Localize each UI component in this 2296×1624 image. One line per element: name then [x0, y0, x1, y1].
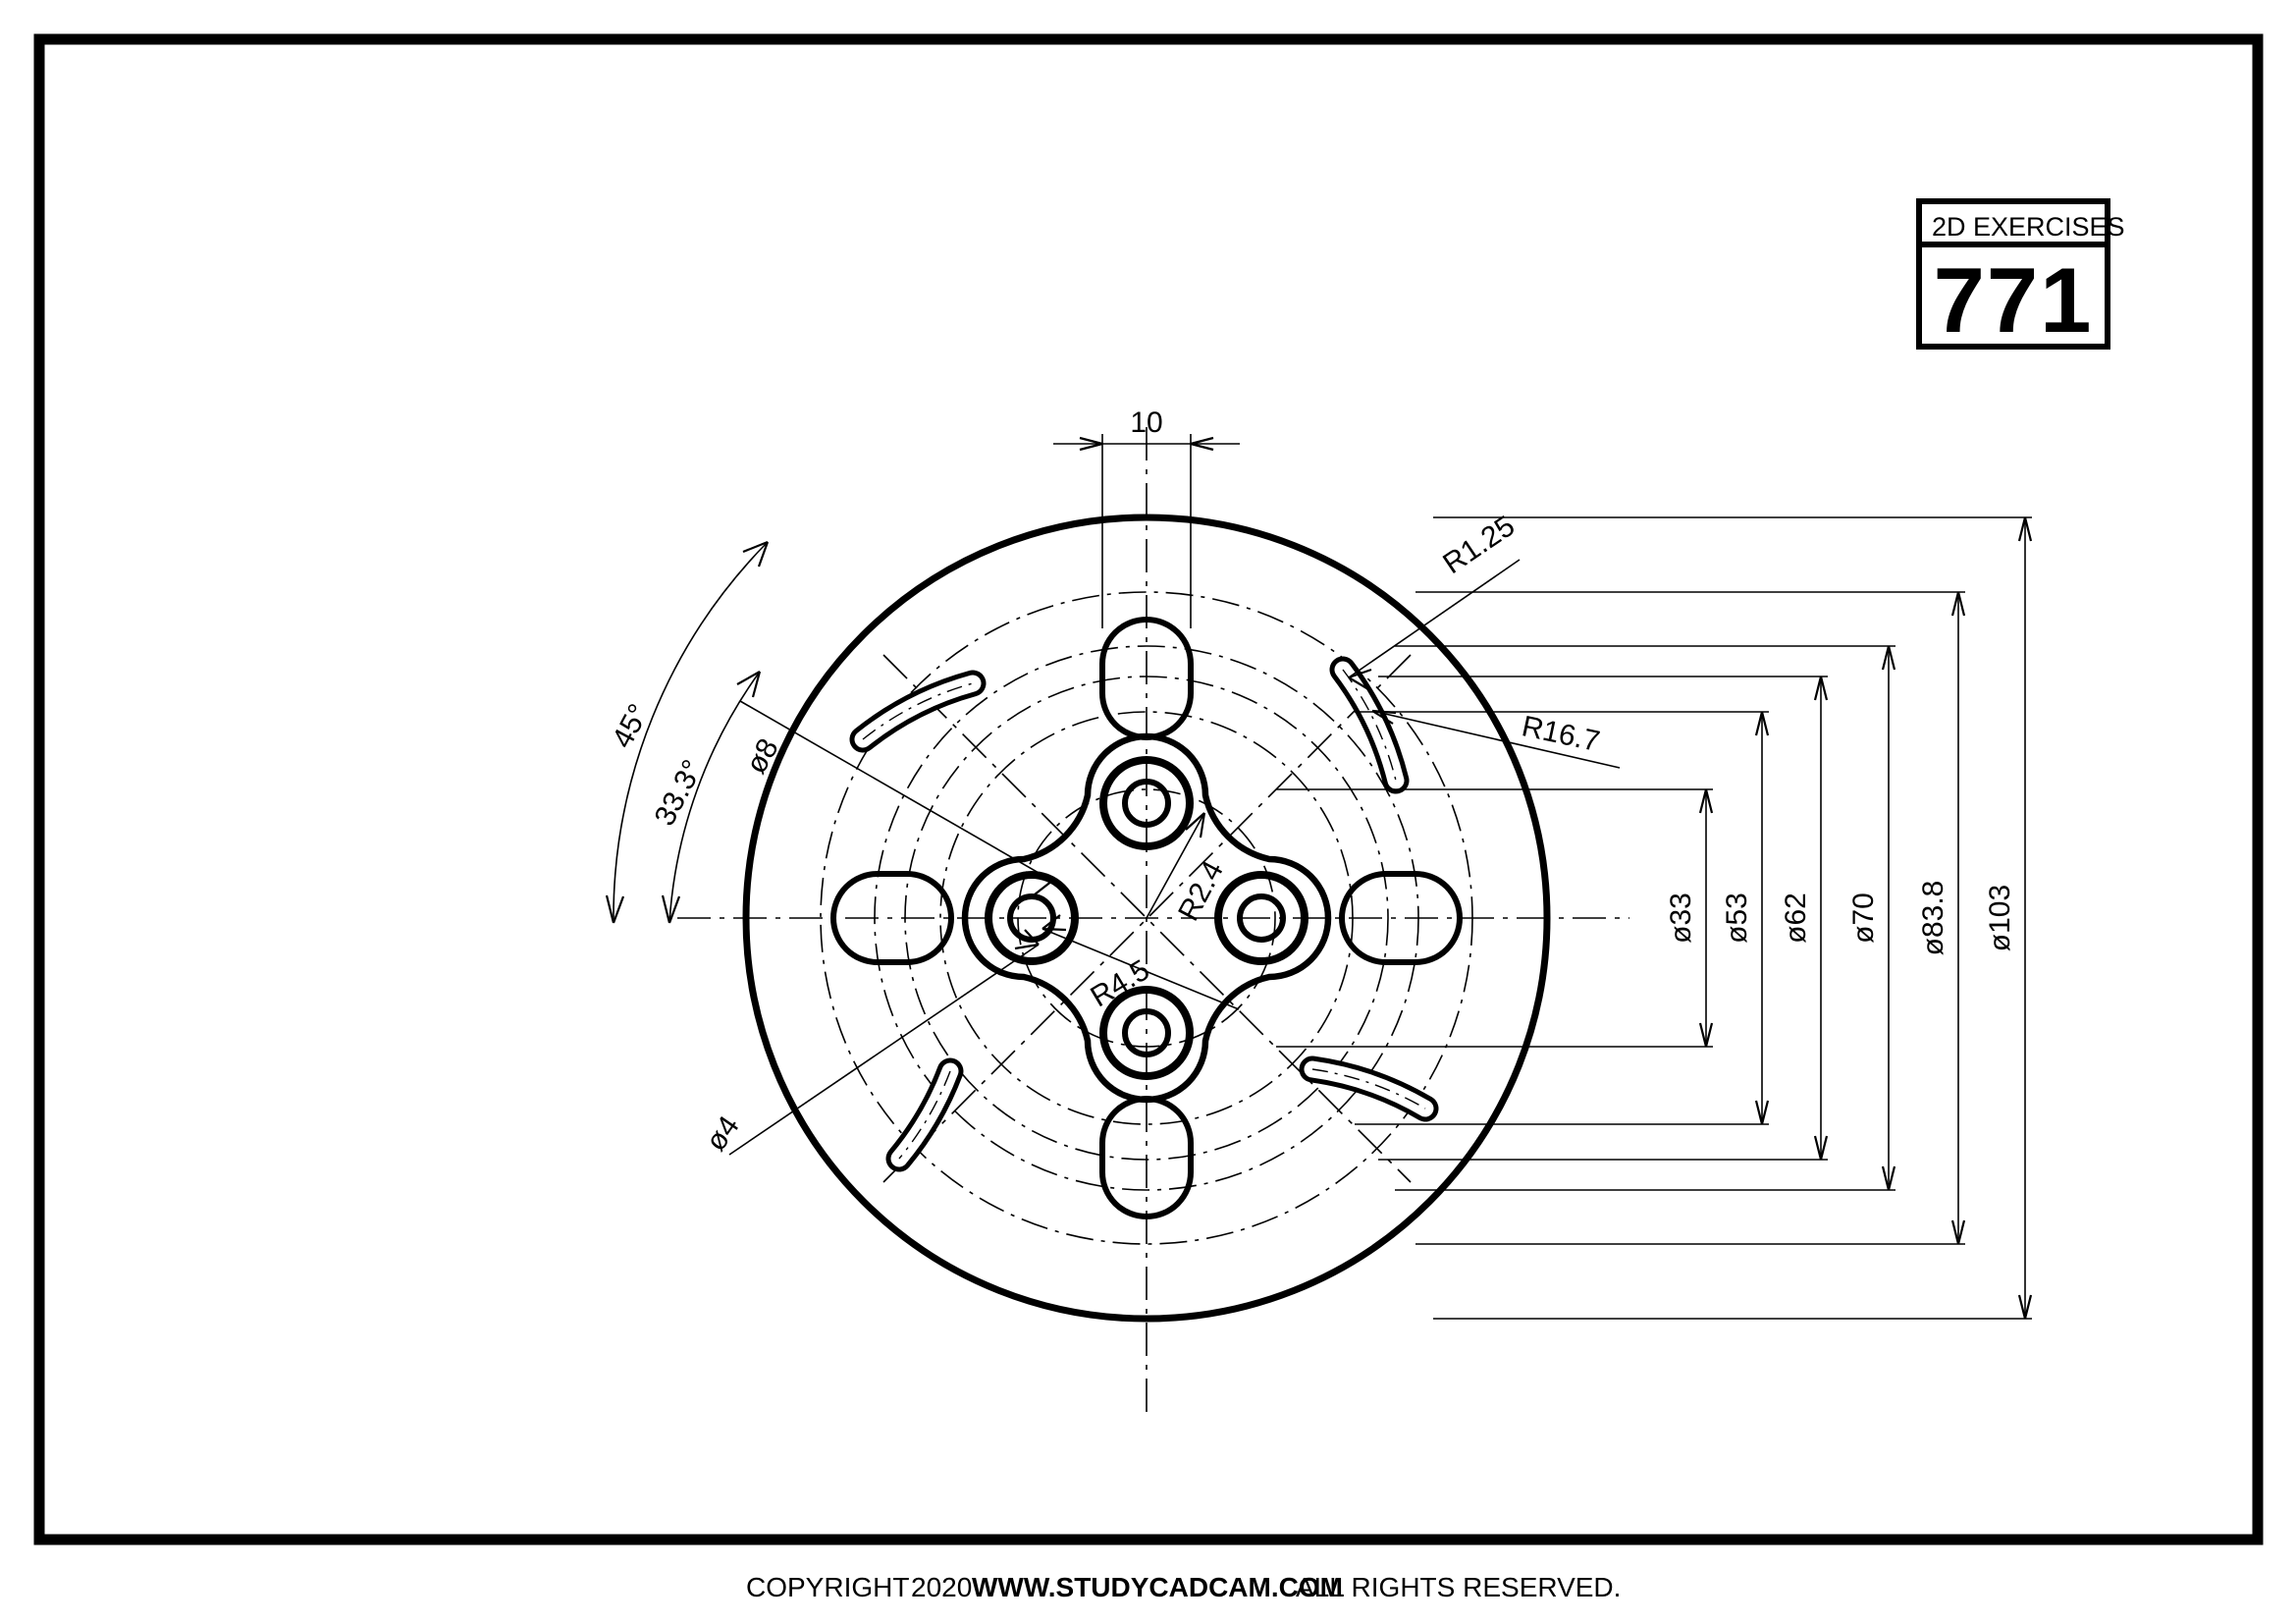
- central-hub-outline: [961, 732, 1332, 1104]
- footer-copyright-word: COPYRIGHT: [746, 1572, 909, 1602]
- dim-45-label: 45°: [606, 699, 655, 754]
- boss-east-outer: [1214, 871, 1308, 965]
- dim-10-arrow-left: [1079, 436, 1103, 452]
- arc-slot-nw: [849, 670, 987, 753]
- part-geometry: [677, 427, 1629, 1414]
- dim-d103-arrow-bot: [2017, 1294, 2033, 1320]
- dim-r45-arrow: [1041, 914, 1067, 932]
- dim-d70-arrow-top: [1881, 645, 1896, 671]
- dim-d62-arrow-top: [1813, 676, 1829, 701]
- center-line-diagonal-b: [882, 654, 1412, 1183]
- oval-slot-east: [1339, 871, 1463, 965]
- dim-d62-arrow-bot: [1813, 1135, 1829, 1161]
- center-lines: [677, 427, 1629, 1414]
- dim-d33-arrow-bot: [1698, 1022, 1714, 1048]
- dim-d103-arrow-top: [2017, 516, 2033, 542]
- dim-10-arrow-right: [1190, 436, 1214, 452]
- dim-r125-label: R1.25: [1437, 510, 1521, 580]
- footer-year: 2020: [911, 1572, 972, 1602]
- title-block-outline: [1916, 198, 2110, 350]
- dimension-width-10: 10: [1053, 406, 1240, 628]
- footer-rights: ALL RIGHTS RESERVED.: [1296, 1572, 1621, 1602]
- sheet-border: [33, 33, 2264, 1545]
- dimension-angle-33-3: 33.3°: [649, 671, 762, 924]
- oval-slot-west: [830, 871, 954, 965]
- title-block-number: 771: [1934, 248, 2094, 352]
- dim-dia8-leader: [739, 700, 1053, 882]
- dimension-dia-33: ø33: [1276, 788, 1714, 1048]
- boss-south-outer: [1099, 986, 1194, 1080]
- dimension-layer: 10 45° 33.3° ø8 ø4: [605, 406, 2033, 1320]
- dimension-dia-83-8: ø83.8: [1415, 591, 1966, 1245]
- dimension-dia-62: ø62: [1378, 676, 1829, 1161]
- arc-slot-nw-centerline: [862, 682, 974, 740]
- construction-circle-d83-8: [820, 591, 1473, 1245]
- dim-r125-leader: [1348, 559, 1521, 678]
- center-line-diagonal-a: [882, 654, 1412, 1183]
- footer: COPYRIGHT 2020 WWW.STUDYCADCAM.COM ALL R…: [746, 1572, 1621, 1602]
- boss-west-hole: [1007, 893, 1056, 943]
- dim-d838-label: ø83.8: [1917, 881, 1949, 956]
- dimension-angle-45: 45°: [605, 540, 770, 924]
- dim-d103-label: ø103: [1984, 885, 2016, 951]
- dim-dia4-arrow: [1014, 929, 1040, 950]
- dim-r167-leader: [1371, 710, 1621, 769]
- boss-south-hole: [1122, 1008, 1171, 1057]
- arc-slot-se-centerline: [1311, 1068, 1426, 1110]
- dim-r45-leader: [1041, 928, 1240, 1010]
- boss-north-outer: [1099, 756, 1194, 850]
- dim-45-arc: [613, 541, 769, 924]
- dimension-dia-70: ø70: [1395, 645, 1896, 1191]
- dim-dia4-label: ø4: [700, 1110, 746, 1158]
- footer-url: WWW.STUDYCADCAM.COM: [972, 1572, 1343, 1602]
- title-block: 2D EXERCISES 771: [1916, 198, 2125, 352]
- dim-d62-label: ø62: [1780, 893, 1812, 944]
- dim-r24-leader: [1146, 812, 1205, 919]
- arc-slot-sw: [885, 1057, 964, 1172]
- dim-d53-arrow-bot: [1754, 1100, 1770, 1125]
- dim-33-3-arrow-bottom: [661, 894, 681, 924]
- dim-10-label: 10: [1130, 406, 1162, 439]
- boss-north-hole: [1122, 779, 1171, 828]
- dim-d53-label: ø53: [1721, 893, 1753, 944]
- dim-d53-arrow-top: [1754, 711, 1770, 736]
- dim-d70-arrow-bot: [1881, 1165, 1896, 1191]
- dim-r125-arrow: [1348, 668, 1372, 690]
- construction-circle-d62: [904, 676, 1389, 1161]
- arc-slot-sw-centerline: [898, 1070, 951, 1160]
- arc-slot-ne: [1329, 656, 1410, 794]
- dim-45-arrow-top: [742, 540, 770, 568]
- construction-circles: [820, 591, 1473, 1245]
- dimension-radius-1-25: R1.25: [1348, 510, 1521, 690]
- outer-plate-circle: [742, 514, 1551, 1323]
- boss-east-hole: [1237, 893, 1286, 943]
- dim-dia4-leader: [728, 944, 1040, 1156]
- dim-d33-label: ø33: [1665, 893, 1697, 944]
- construction-circle-d70: [874, 645, 1419, 1191]
- dim-dia8-arrow: [1027, 873, 1053, 895]
- dim-dia8-label: ø8: [740, 733, 785, 780]
- dimension-dia-103: ø103: [1433, 516, 2033, 1320]
- dim-33-3-arrow-top: [736, 671, 762, 698]
- dim-r167-label: R16.7: [1519, 710, 1602, 758]
- dim-r24-arrow: [1185, 812, 1206, 839]
- dim-33-3-arc: [668, 671, 761, 924]
- dim-r45-label: R4.5: [1085, 953, 1154, 1013]
- dim-45-arrow-bottom: [605, 894, 625, 924]
- dimension-dia-53: ø53: [1355, 711, 1770, 1125]
- title-block-label: 2D EXERCISES: [1932, 212, 2125, 242]
- arc-slot-se: [1299, 1056, 1439, 1122]
- dim-d838-arrow-bot: [1950, 1219, 1966, 1245]
- dim-d70-label: ø70: [1847, 893, 1880, 944]
- construction-circle-d33: [1017, 788, 1276, 1048]
- dim-33-3-label: 33.3°: [649, 755, 710, 832]
- dim-d33-arrow-top: [1698, 788, 1714, 814]
- dim-d838-arrow-top: [1950, 591, 1966, 617]
- construction-circle-d53: [939, 711, 1354, 1125]
